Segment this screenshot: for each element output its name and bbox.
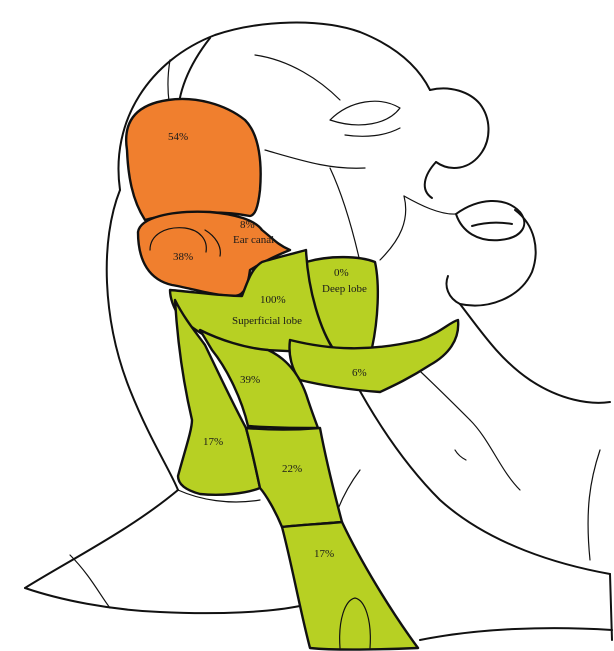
- superficial-lobe-label: Superficial lobe: [232, 315, 302, 327]
- submandibular-pct-label: 6%: [352, 367, 367, 379]
- lower-neck-region: [282, 522, 418, 650]
- superficial-lobe-pct-label: 100%: [260, 294, 286, 306]
- deep-lobe-pct-label: 0%: [334, 267, 349, 279]
- upper-neck-pct-label: 39%: [240, 374, 260, 386]
- temporal-region: [126, 99, 260, 220]
- mid-neck-region: [246, 428, 342, 527]
- posterior-neck-pct-label: 17%: [203, 436, 223, 448]
- ear-canal-pct-label: 8%: [240, 219, 255, 231]
- temporal-pct-label: 54%: [168, 131, 188, 143]
- ear-pct-label: 38%: [173, 251, 193, 263]
- deep-lobe-label: Deep lobe: [322, 283, 367, 295]
- lower-neck-pct-label: 17%: [314, 548, 334, 560]
- mid-neck-pct-label: 22%: [282, 463, 302, 475]
- ear-canal-label: Ear canal: [233, 234, 274, 246]
